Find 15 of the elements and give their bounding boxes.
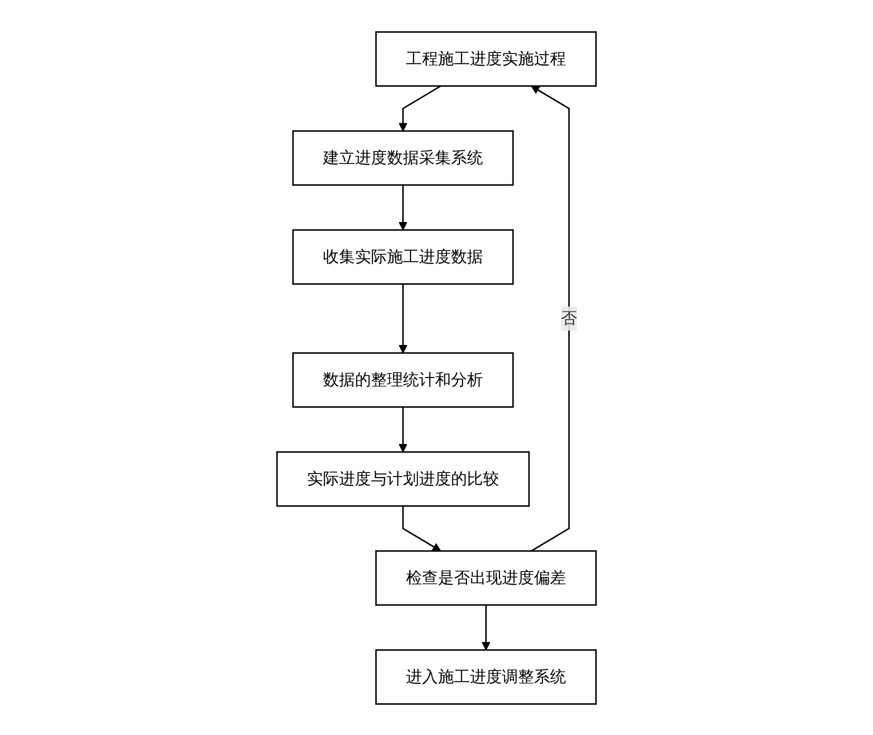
node-box: 建立进度数据采集系统 (292, 130, 514, 186)
arrow (482, 604, 490, 650)
node-box: 检查是否出现进度偏差 (375, 550, 597, 606)
arrow (530, 85, 570, 552)
node-box: 实际进度与计划进度的比较 (276, 450, 530, 506)
node-box: 进入施工进度调整系统 (375, 648, 597, 704)
arrow (402, 506, 442, 551)
arrow (398, 284, 408, 353)
arrow (398, 184, 408, 230)
node-box: 数据的整理统计和分析 (292, 352, 514, 408)
node-box: 工程施工进度实施过程 (375, 30, 597, 86)
edge-label: 否 (561, 308, 577, 327)
arrow (398, 406, 408, 452)
node-box: 收集实际施工进度数据 (292, 228, 514, 284)
arrow (398, 84, 442, 131)
